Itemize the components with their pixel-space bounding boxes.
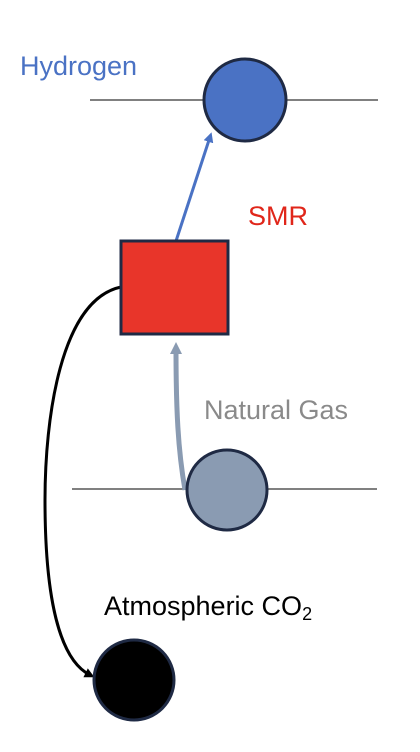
atmospheric-co2-label-main: Atmospheric CO [104,591,303,621]
co2-node [92,638,176,722]
smr-node [119,239,230,336]
hydrogen-node [202,57,288,143]
natural-gas-to-smr-arrow [170,342,188,491]
atmospheric-co2-label-subscript: 2 [302,604,313,624]
smr-to-co2-arrow [43,285,122,678]
natural-gas-node [185,448,269,532]
natural-gas-label: Natural Gas [204,395,349,425]
smr-to-hydrogen-arrow [174,132,214,242]
hydrogen-label: Hydrogen [20,51,138,81]
smr-label: SMR [248,201,308,231]
atmospheric-co2-label: Atmospheric CO2 [104,591,312,624]
